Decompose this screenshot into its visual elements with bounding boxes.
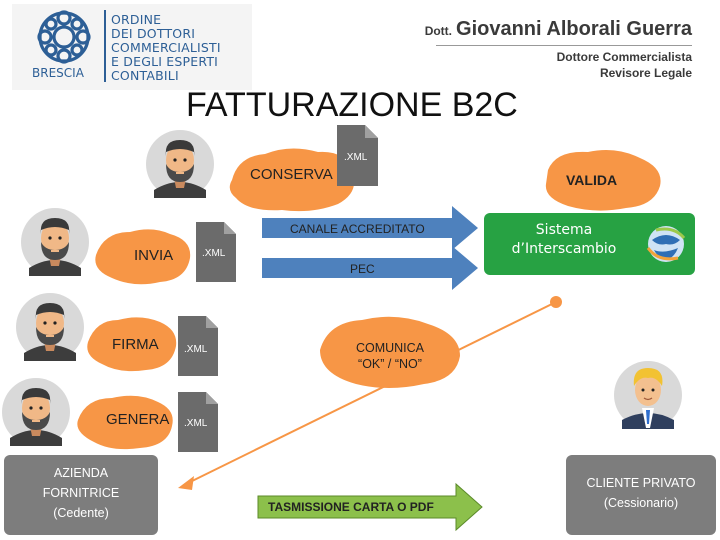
xml-file-icon-firma [178, 316, 218, 376]
genera-blob [77, 395, 173, 450]
author-role-2: Revisore Legale [599, 66, 692, 80]
author-name-block: Dott.Giovanni Alborali Guerra [425, 18, 692, 41]
xml-label-firma: .XML [184, 344, 208, 355]
author-prefix: Dott. [424, 24, 453, 38]
azienda-box: AZIENDA FORNITRICE (Cedente) [4, 455, 158, 535]
sdi-text: Sistema d’Interscambio [484, 221, 644, 259]
xml-file-icon-genera [178, 392, 218, 452]
azienda-line-3: (Cedente) [53, 506, 109, 520]
xml-label-conserva: .XML [344, 152, 368, 163]
logo-city: BRESCIA [32, 66, 84, 80]
logo-divider [104, 10, 106, 82]
logo-line: ORDINE [111, 12, 162, 27]
logo-line: DEI DOTTORI [111, 26, 196, 41]
comunica-label: COMUNICA “OK” / “NO” [320, 340, 460, 372]
author-underline [436, 45, 692, 46]
cliente-box: CLIENTE PRIVATO (Cessionario) [566, 455, 716, 535]
comunica-blob [320, 316, 460, 388]
xml-file-icon-invia [196, 222, 236, 282]
comunica-line-1: COMUNICA [355, 341, 425, 355]
comunica-line-2: “OK” / “NO” [358, 357, 422, 371]
conserva-blob [229, 148, 355, 212]
pec-arrow [262, 246, 478, 290]
logo-line: CONTABILI [111, 68, 179, 83]
avatar-invia [21, 208, 89, 276]
conserva-label: CONSERVA [250, 166, 333, 183]
sdi-line-1: Sistema [535, 222, 593, 238]
valida-label: VALIDA [566, 172, 618, 188]
order-logo-icon [37, 10, 91, 64]
canale-label: CANALE ACCREDITATO [290, 222, 425, 236]
cliente-line-2: (Cessionario) [603, 496, 679, 510]
author-name: Giovanni Alborali Guerra [456, 18, 692, 40]
author-role-1: Dottore Commercialista [556, 50, 692, 64]
avatar-conserva [146, 130, 214, 198]
header: BRESCIA ORDINE DEI DOTTORI COMMERCIALIST… [0, 0, 720, 95]
azienda-line-2: FORNITRICE [42, 486, 120, 500]
firma-label: FIRMA [112, 336, 159, 353]
page-title: FATTURAZIONE B2C [186, 86, 518, 124]
avatar-firma [16, 293, 84, 361]
return-arrow [178, 296, 562, 490]
pec-label: PEC [350, 262, 375, 276]
logo-text: ORDINE DEI DOTTORI COMMERCIALISTI E DEGL… [111, 13, 221, 83]
sdi-line-2: d’Interscambio [511, 241, 617, 257]
avatar-genera [2, 378, 70, 446]
genera-label: GENERA [106, 411, 170, 428]
cliente-line-1: CLIENTE PRIVATO [586, 476, 696, 490]
avatar-cliente [614, 361, 682, 429]
trasmissione-label: TASMISSIONE CARTA O PDF [268, 500, 434, 514]
logo-line: COMMERCIALISTI [111, 40, 221, 55]
sdi-globe-icon [646, 226, 686, 262]
sdi-box: Sistema d’Interscambio [484, 213, 695, 275]
invia-label: INVIA [134, 247, 174, 264]
firma-blob [87, 317, 177, 372]
valida-blob [545, 150, 661, 211]
azienda-line-1: AZIENDA [53, 466, 109, 480]
trasmissione-arrow [257, 482, 483, 532]
canale-arrow [262, 206, 478, 250]
xml-file-icon-conserva [337, 125, 378, 186]
xml-label-genera: .XML [184, 418, 208, 429]
logo-line: E DEGLI ESPERTI [111, 54, 219, 69]
invia-blob [95, 229, 191, 285]
xml-label-invia: .XML [202, 248, 226, 259]
